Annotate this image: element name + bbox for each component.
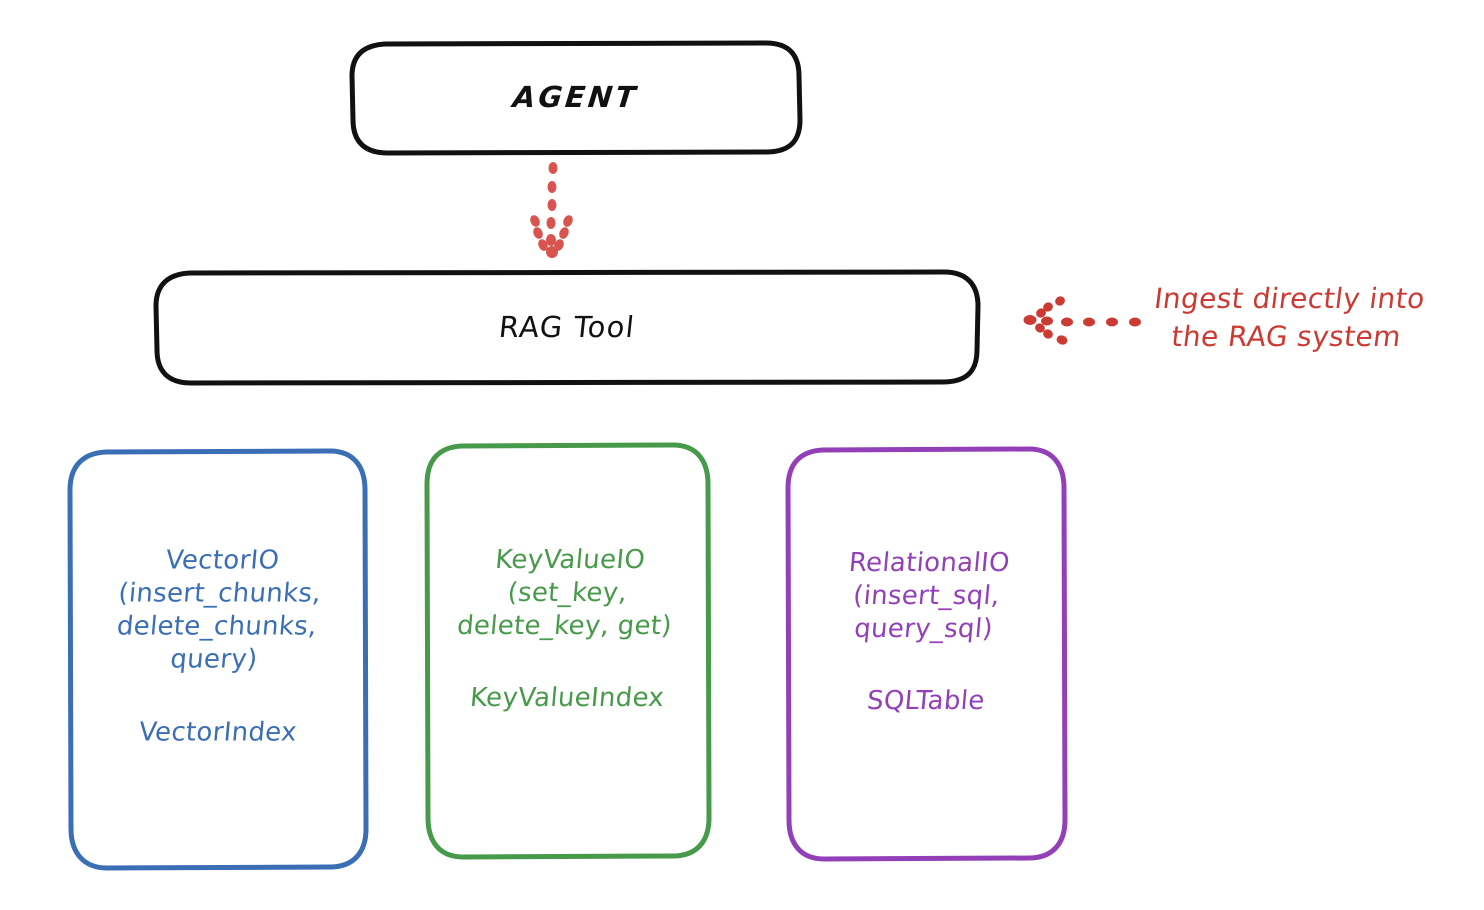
relational-store-body: RelationalIO (insert_sql, query_sql) SQL… [788,547,1064,717]
relational-store-api-label: RelationalIO (insert_sql, query_sql) [847,547,1011,644]
relational-store-node[interactable]: RelationalIO (insert_sql, query_sql) SQL… [788,448,1064,857]
agent-label: AGENT [511,79,641,114]
vector-store-api-label: VectorIO (insert_chunks, delete_chunks, … [115,545,322,675]
ingest-to-rag-connector [1023,296,1141,345]
ingest-annotation-line-2: the RAG system [1169,319,1404,353]
keyvalue-store-index-label: KeyValueIndex [469,683,666,714]
agent-to-rag-connector [530,162,573,258]
relational-store-box-outline [785,446,1068,862]
agent-box-outline [349,40,803,156]
keyvalue-store-api-label: KeyValueIO (set_key, delete_key, get) [456,545,674,642]
ingest-annotation: Ingest directly into the RAG system [1147,280,1476,356]
rag-tool-label: RAG Tool [497,309,637,344]
rag-tool-node[interactable]: RAG Tool [156,272,978,383]
vector-store-index-label: VectorIndex [137,716,299,747]
rag-tool-box-outline [153,269,981,386]
ingest-annotation-line-1: Ingest directly into [1152,282,1427,315]
relational-store-index-label: SQLTable [865,685,987,716]
keyvalue-store-body: KeyValueIO (set_key, delete_key, get) Ke… [427,544,708,714]
agent-node[interactable]: AGENT [352,42,800,153]
vector-store-body: VectorIO (insert_chunks, delete_chunks, … [70,545,366,748]
keyvalue-store-box-outline [424,442,712,860]
vector-store-box-outline [67,448,369,871]
vector-store-node[interactable]: VectorIO (insert_chunks, delete_chunks, … [70,450,366,868]
keyvalue-store-node[interactable]: KeyValueIO (set_key, delete_key, get) Ke… [427,444,708,856]
